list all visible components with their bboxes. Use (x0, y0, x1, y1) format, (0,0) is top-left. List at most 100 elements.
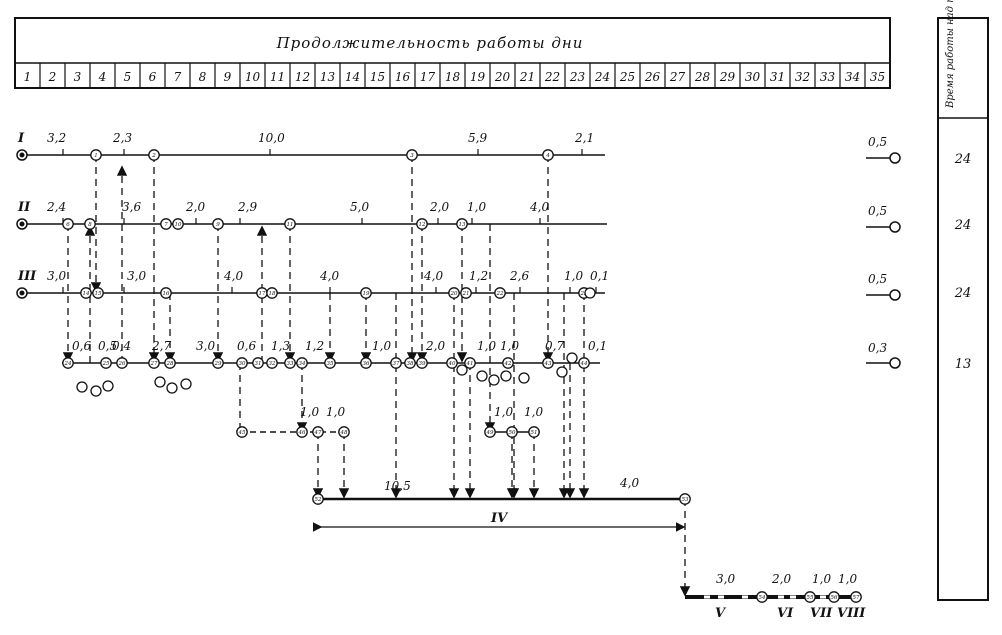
duration-label: 2,4 (46, 200, 66, 214)
duration-label: 4,0 (423, 269, 443, 283)
event-node: 40 (446, 357, 458, 369)
day-cell: 17 (420, 70, 436, 84)
svg-text:25: 25 (102, 361, 110, 367)
event-node: 38 (404, 357, 416, 369)
stage-label-vii: VII (810, 606, 833, 621)
duration-label: 3,2 (47, 131, 66, 145)
event-node: 18 (266, 287, 278, 299)
event-node (154, 376, 166, 388)
svg-text:36: 36 (363, 361, 370, 367)
svg-text:13: 13 (459, 222, 466, 228)
day-cell: 18 (445, 70, 461, 84)
svg-text:40: 40 (448, 361, 456, 367)
event-node: 52 (312, 493, 324, 505)
side-value-4: 13 (955, 357, 972, 372)
day-cell: 12 (295, 70, 310, 84)
day-cell: 30 (745, 70, 761, 84)
chain-label-3: III (17, 269, 37, 284)
svg-text:38: 38 (407, 361, 414, 367)
stage-label-v: V (715, 606, 727, 621)
svg-text:29: 29 (214, 361, 222, 367)
side-mini-chains (866, 152, 901, 369)
duration-label: 1,3 (271, 339, 290, 353)
duration-label: 3,6 (122, 200, 141, 214)
svg-text:39: 39 (419, 361, 426, 367)
event-node: 43 (542, 357, 554, 369)
sub-duration-label: 1,0 (326, 405, 345, 419)
duration-label: 0,7 (545, 339, 564, 353)
event-node: 24 (62, 357, 74, 369)
chain-label-1: I (17, 131, 25, 146)
event-node (180, 378, 192, 390)
duration-label: 3,0 (47, 269, 66, 283)
duration-label: 5,9 (468, 131, 487, 145)
duration-label: 0,1 (590, 269, 609, 283)
event-node: 37 (390, 357, 402, 369)
event-node: 47 (312, 426, 324, 438)
svg-text:55: 55 (807, 595, 814, 601)
day-cell: 25 (619, 70, 635, 84)
duration-label: 2,6 (509, 269, 529, 283)
event-node: 30 (236, 357, 248, 369)
event-node: 32 (266, 357, 278, 369)
svg-text:10: 10 (175, 222, 182, 228)
final-duration-label: 1,0 (838, 572, 857, 586)
duration-label: 2,9 (237, 200, 257, 214)
day-cell: 35 (870, 70, 885, 84)
svg-text:12: 12 (419, 222, 426, 228)
event-node (90, 385, 102, 397)
duration-label: 0,6 (72, 339, 91, 353)
event-node: 26 (116, 357, 128, 369)
duration-label: 1,0 (477, 339, 496, 353)
event-node: 50 (506, 426, 518, 438)
svg-text:18: 18 (269, 291, 276, 297)
final-duration-label: 2,0 (771, 572, 791, 586)
event-node (518, 372, 530, 384)
svg-text:32: 32 (269, 361, 276, 367)
duration-label: 2,3 (112, 131, 132, 145)
svg-text:31: 31 (255, 361, 262, 367)
duration-label: 0,1 (588, 339, 607, 353)
day-cell: 20 (494, 70, 511, 84)
event-node (102, 380, 114, 392)
duration-label: 2,7 (151, 339, 171, 353)
event-node: 19 (360, 287, 372, 299)
svg-text:9: 9 (216, 222, 220, 228)
event-node (76, 381, 88, 393)
svg-text:17: 17 (259, 291, 266, 297)
duration-label: 1,0 (467, 200, 486, 214)
event-node: 53 (679, 493, 691, 505)
svg-text:24: 24 (64, 361, 72, 367)
svg-text:20: 20 (450, 291, 458, 297)
svg-text:14: 14 (83, 291, 90, 297)
svg-text:2: 2 (151, 153, 156, 159)
event-node: 49 (484, 426, 496, 438)
svg-text:16: 16 (163, 291, 170, 297)
day-cell: 5 (124, 70, 132, 84)
main-line-label: IV (490, 511, 509, 526)
event-node: 36 (360, 357, 372, 369)
svg-text:56: 56 (831, 595, 838, 601)
svg-text:23: 23 (580, 291, 588, 297)
side-duration-4: 0,3 (868, 341, 887, 355)
svg-text:35: 35 (327, 361, 334, 367)
svg-text:44: 44 (580, 361, 588, 367)
event-node: 3 (406, 149, 418, 161)
day-cell: 24 (594, 70, 610, 84)
event-node: 57 (850, 591, 862, 603)
event-node: 8 (84, 218, 96, 230)
chain-lines (22, 154, 860, 599)
event-node: 25 (100, 357, 112, 369)
side-value-3: 24 (954, 286, 972, 301)
day-cell: 15 (370, 70, 385, 84)
event-node: 39 (416, 357, 428, 369)
duration-label: 1,0 (564, 269, 583, 283)
day-cell: 14 (345, 70, 360, 84)
event-node: 44 (578, 357, 590, 369)
event-node: 14 (80, 287, 92, 299)
day-cell: 29 (719, 70, 736, 84)
